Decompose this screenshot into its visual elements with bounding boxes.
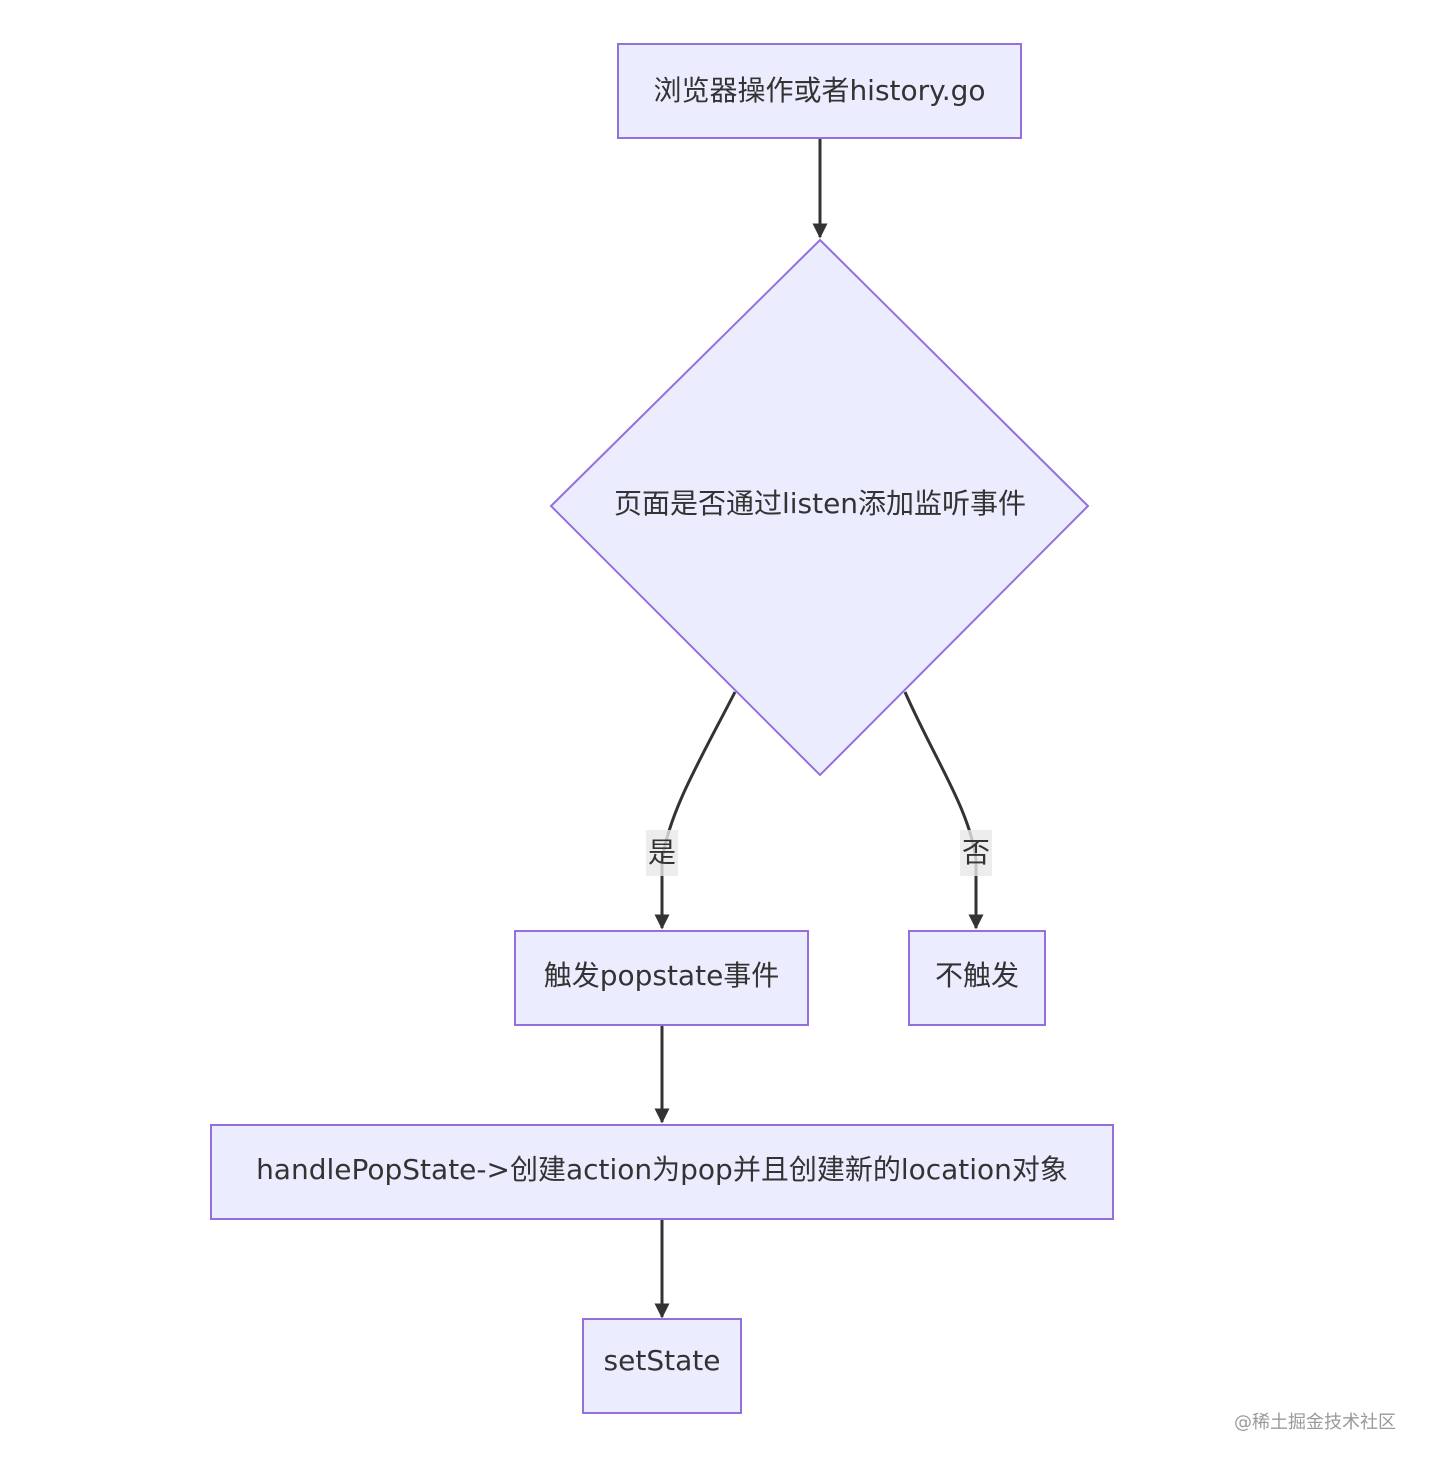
edge-decision-to-no-trigger [903, 691, 984, 930]
node-handle-label: handlePopState->创建action为pop并且创建新的locati… [256, 1153, 1068, 1186]
edge-label-no-text: 否 [962, 836, 990, 869]
edge-label-yes: 是 [646, 830, 678, 876]
node-trigger: 触发popstate事件 [514, 930, 809, 1026]
node-no-trigger: 不触发 [908, 930, 1046, 1026]
node-decision-label: 页面是否通过listen添加监听事件 [614, 487, 1026, 520]
node-trigger-label: 触发popstate事件 [544, 959, 780, 992]
node-decision: 页面是否通过listen添加监听事件 [549, 238, 1090, 777]
edge-decision-to-trigger [654, 691, 737, 930]
node-handle: handlePopState->创建action为pop并且创建新的locati… [210, 1124, 1114, 1220]
node-no-trigger-label: 不触发 [935, 959, 1019, 992]
node-start-label: 浏览器操作或者history.go [653, 74, 985, 107]
watermark-text: @稀土掘金技术社区 [1234, 1412, 1396, 1433]
node-setstate-label: setState [604, 1344, 721, 1377]
edge-label-no: 否 [960, 830, 992, 876]
node-start: 浏览器操作或者history.go [617, 43, 1022, 139]
node-setstate: setState [582, 1318, 742, 1414]
edge-label-yes-text: 是 [648, 836, 676, 869]
